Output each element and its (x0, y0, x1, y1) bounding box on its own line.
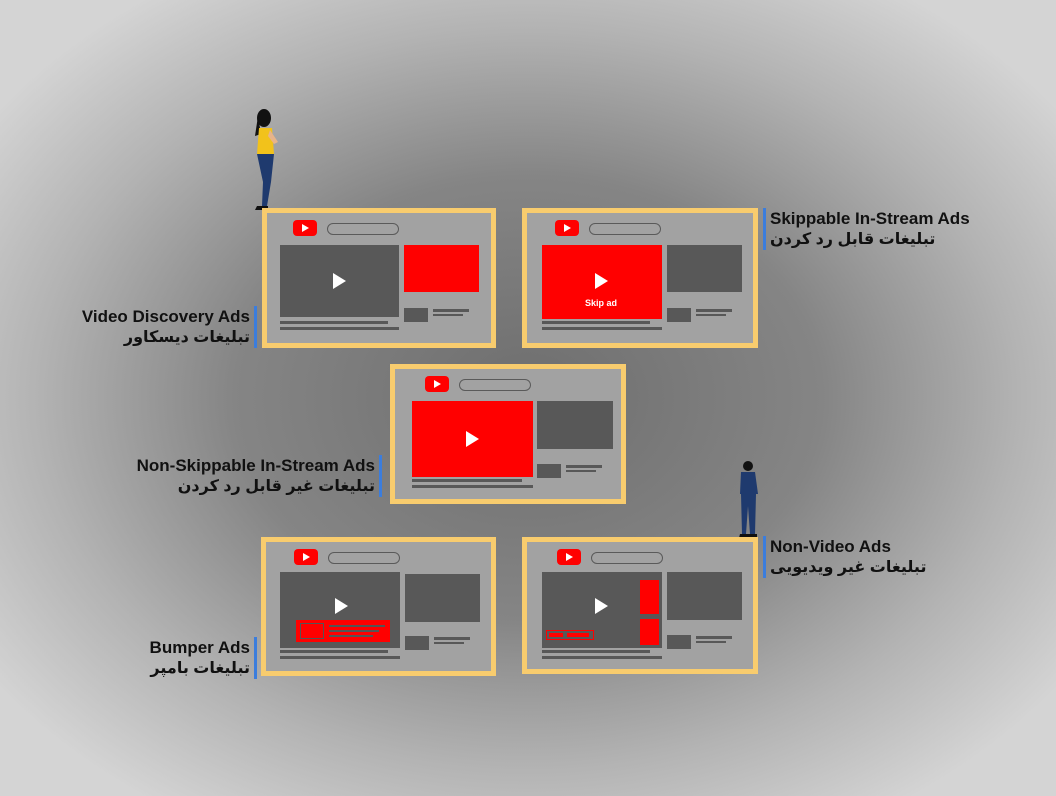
suggested-title-line (566, 465, 602, 468)
overlay-thumbnail (300, 623, 324, 639)
suggested-video (667, 245, 742, 292)
suggested-thumbnail (667, 308, 691, 322)
youtube-logo-icon (293, 220, 317, 236)
person-woman-icon (255, 109, 278, 210)
suggested-title-line (696, 636, 732, 639)
video-title-line (542, 321, 650, 324)
suggested-video (537, 401, 613, 449)
search-bar (591, 552, 663, 564)
video-player (542, 572, 662, 648)
video-title-line (542, 327, 662, 330)
label-en: Non-Skippable In-Stream Ads (136, 456, 375, 475)
youtube-logo-icon (425, 376, 449, 392)
label-en: Video Discovery Ads (81, 307, 250, 326)
play-icon (595, 273, 608, 289)
video-title-line (280, 656, 400, 659)
label-video-discovery: Video Discovery Ads تبلیغات دیسکاور (82, 306, 257, 348)
suggested-thumbnail (404, 308, 428, 322)
suggested-thumbnail (537, 464, 561, 478)
suggested-title-line (434, 642, 464, 644)
label-fa: تبلیغات بامپر (150, 660, 250, 677)
label-skippable: Skippable In-Stream Ads تبلیغات قابل رد … (763, 208, 970, 250)
video-title-line (280, 321, 388, 324)
display-ad-top (640, 580, 659, 614)
discovery-ad-thumbnail (404, 245, 479, 292)
suggested-title-line (433, 314, 463, 316)
label-en: Non-Video Ads (770, 537, 891, 556)
video-title-line (542, 650, 650, 653)
search-bar (328, 552, 400, 564)
suggested-title-line (434, 637, 470, 640)
label-en: Skippable In-Stream Ads (770, 209, 970, 228)
video-title-line (412, 485, 533, 488)
skippable-ad-mockup: Skip ad (522, 208, 758, 348)
non-skippable-ad-mockup (390, 364, 626, 504)
suggested-video (405, 574, 480, 622)
bumper-ad-mockup (261, 537, 496, 676)
bumper-ad-overlay (296, 620, 390, 642)
suggested-title-line (696, 641, 726, 643)
label-non-skippable: Non-Skippable In-Stream Ads تبلیغات غیر … (137, 455, 382, 497)
video-title-line (280, 650, 388, 653)
youtube-logo-icon (294, 549, 318, 565)
play-icon (333, 273, 346, 289)
discovery-ad-mockup (262, 208, 496, 348)
label-fa: تبلیغات غیر قابل رد کردن (177, 478, 375, 495)
suggested-video (667, 572, 742, 620)
skippable-ad-video: Skip ad (542, 245, 662, 319)
play-icon (335, 598, 348, 614)
video-title-line (280, 327, 399, 330)
label-en: Bumper Ads (149, 638, 250, 657)
overlay-text-line (329, 625, 385, 627)
suggested-title-line (566, 470, 596, 472)
label-bumper: Bumper Ads تبلیغات بامپر (150, 637, 257, 679)
overlay-text-line (329, 630, 379, 632)
play-icon (595, 598, 608, 614)
search-bar (327, 223, 399, 235)
label-fa: تبلیغات دیسکاور (123, 329, 250, 346)
suggested-thumbnail (405, 636, 429, 650)
skip-ad-button[interactable]: Skip ad (585, 298, 618, 308)
suggested-title-line (433, 309, 469, 312)
non-skippable-ad-video (412, 401, 533, 477)
youtube-logo-icon (557, 549, 581, 565)
label-non-video: Non-Video Ads تبلیغات غیر ویدیویی (763, 536, 926, 578)
suggested-title-line (696, 314, 726, 316)
overlay-banner-fill (549, 633, 563, 637)
overlay-banner-ad (546, 630, 594, 640)
person-man-icon (739, 461, 758, 538)
non-video-ad-mockup (522, 537, 758, 674)
video-title-line (412, 479, 522, 482)
video-player (280, 572, 400, 648)
overlay-text-line (329, 635, 373, 637)
label-fa: تبلیغات غیر ویدیویی (770, 559, 927, 576)
search-bar (459, 379, 531, 391)
suggested-title-line (696, 309, 732, 312)
video-title-line (542, 656, 662, 659)
display-ad-bottom (640, 619, 659, 645)
overlay-banner-fill (567, 633, 589, 637)
youtube-logo-icon (555, 220, 579, 236)
video-player (280, 245, 399, 317)
label-fa: تبلیغات قابل رد کردن (770, 231, 936, 248)
suggested-thumbnail (667, 635, 691, 649)
play-icon (466, 431, 479, 447)
search-bar (589, 223, 661, 235)
